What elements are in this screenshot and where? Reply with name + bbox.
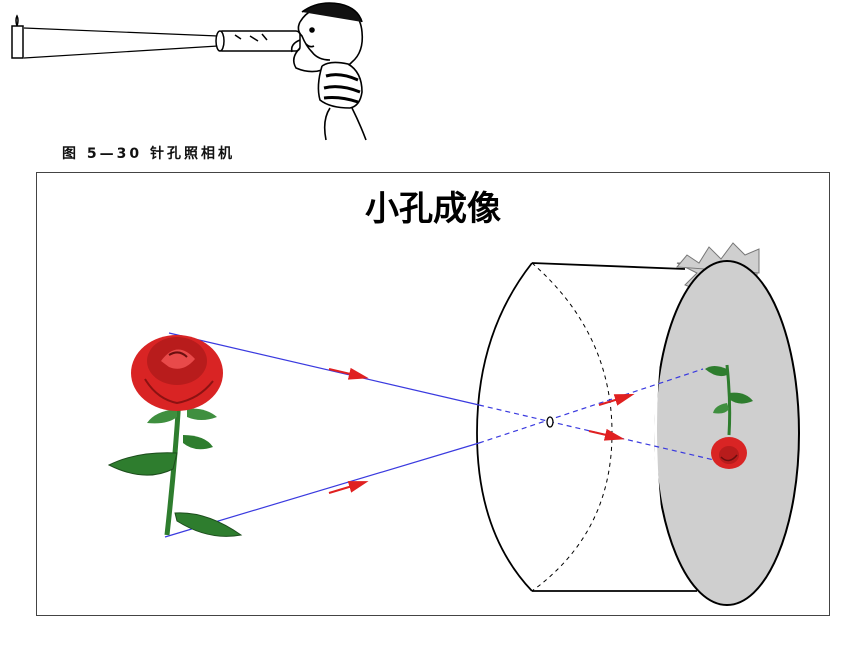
camera-front-face-hidden	[531, 262, 613, 592]
pinhole-tube-icon	[215, 30, 301, 52]
boy-telescope-icon	[11, 2, 367, 141]
ray-arrow-1	[328, 367, 369, 380]
rose-image-icon	[705, 364, 753, 469]
pinhole-diagram-frame: 小孔成像	[36, 172, 830, 616]
figure-caption: 图 5—30 针孔照相机	[62, 146, 235, 162]
light-rays	[164, 332, 728, 538]
ray-arrow-2	[328, 481, 369, 494]
image-screen	[654, 260, 800, 606]
ray-top-solid	[168, 332, 480, 406]
ray-arrow-3	[598, 394, 635, 406]
camera-front-face	[476, 262, 533, 592]
light-cone-top	[23, 27, 219, 37]
candle-icon	[11, 14, 24, 59]
pinhole-icon	[546, 416, 554, 428]
camera-box	[476, 242, 800, 606]
rose-object-icon	[107, 335, 243, 537]
light-cone-bottom	[23, 45, 219, 59]
boy-figure-icon	[290, 2, 367, 141]
pinhole-diagram-svg	[107, 242, 800, 606]
ray-arrow-4	[588, 428, 625, 441]
diagram-title: 小孔成像	[365, 189, 501, 229]
ray-bottom-dashed	[478, 368, 704, 444]
